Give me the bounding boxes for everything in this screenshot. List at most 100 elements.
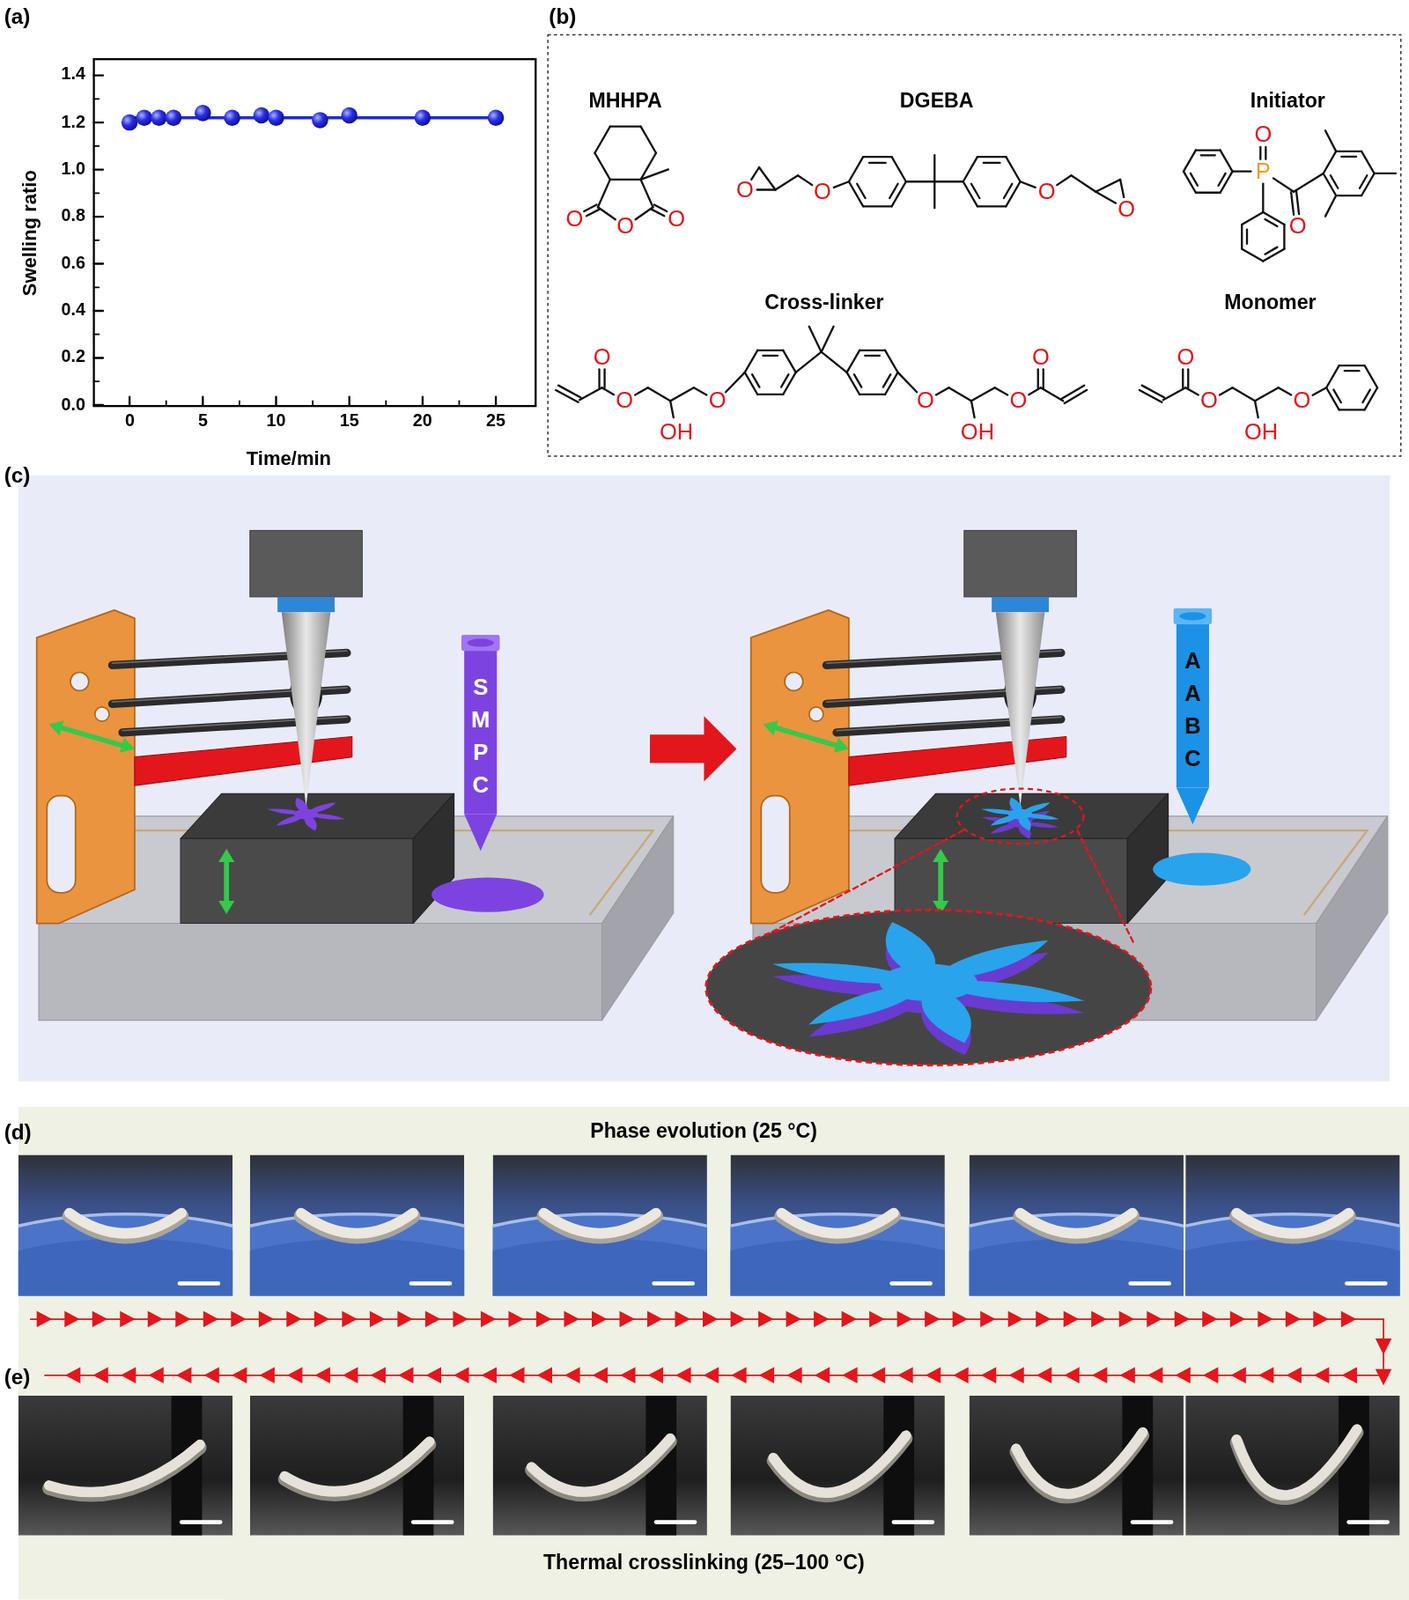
aromatic-bond [1246, 229, 1248, 244]
panel-label: (c) [4, 463, 31, 487]
chemical-bond [1232, 169, 1252, 172]
atom-label: O [593, 345, 612, 370]
printer-base [38, 923, 603, 1021]
chemical-bond [971, 387, 996, 401]
panel-background [18, 475, 1390, 1082]
chemical-bond [1290, 191, 1294, 215]
photo [730, 1395, 945, 1536]
sample-strip [531, 1438, 672, 1493]
photo-background [18, 1395, 233, 1536]
sequence-arrowhead [563, 1311, 579, 1328]
printer-frame [751, 610, 849, 924]
sequence-arrowhead [647, 1311, 663, 1328]
plot-frame [94, 59, 537, 406]
chemical-bond [670, 387, 694, 401]
syringe-opening [1179, 612, 1206, 620]
scale-bar [654, 1281, 694, 1286]
aromatic-bond [1333, 390, 1341, 403]
sample-strip [1236, 1213, 1349, 1234]
chemical-bond [1364, 365, 1378, 388]
nozzle-ring [277, 597, 335, 613]
sequence-arrowhead [120, 1366, 136, 1384]
water-surface [1185, 1239, 1400, 1297]
atom-label: O [1117, 197, 1136, 222]
print-head [964, 530, 1077, 597]
build-stage [180, 838, 414, 923]
chemical-bond [603, 368, 605, 388]
chemical-bond [1095, 191, 1116, 204]
water-dish [18, 1214, 233, 1297]
sequence-arrowhead [36, 1311, 52, 1328]
chemical-bond [1095, 179, 1121, 192]
axis-tick [238, 400, 241, 406]
aromatic-bond [971, 184, 980, 199]
chemical-bond [821, 352, 848, 373]
axis-tick [384, 400, 387, 406]
printer-base [1316, 816, 1388, 1021]
chemical-bond [995, 387, 1009, 395]
chemical-bond [863, 205, 892, 207]
syringe-opening [467, 638, 495, 647]
sequence-arrowhead [315, 1366, 331, 1384]
photo-background [493, 1395, 708, 1536]
water-surface [730, 1239, 945, 1297]
photo [18, 1155, 233, 1297]
chemical-bond [796, 352, 822, 373]
axis-tick [94, 333, 100, 336]
atom-label: O [1289, 213, 1307, 239]
water-dish [969, 1214, 1184, 1297]
axis-tick [94, 286, 100, 288]
chemical-bond [597, 206, 616, 220]
panel-background [18, 1106, 1409, 1600]
photo [250, 1155, 465, 1297]
aromatic-bond [1362, 390, 1370, 403]
chemical-bond [1254, 387, 1279, 401]
sample-strip [49, 1445, 200, 1493]
chemical-bond [863, 155, 892, 158]
zoom-circle [957, 789, 1085, 845]
sequence-arrowhead [786, 1311, 802, 1328]
atom-label: O [565, 206, 583, 232]
chemical-bond [757, 349, 783, 352]
chemical-bond [635, 206, 654, 220]
chemical-bond [1219, 387, 1233, 395]
sequence-arrowhead [64, 1311, 80, 1328]
zoomed-flower [772, 922, 1085, 1043]
sequence-arrowhead [870, 1366, 886, 1384]
ink-puddle [431, 877, 544, 912]
sequence-arrowhead [841, 1366, 857, 1384]
chemical-bond [610, 125, 642, 128]
sequence-arrowhead [619, 1366, 635, 1384]
photo [493, 1395, 708, 1536]
motion-arrow [771, 726, 841, 747]
chemical-bond [745, 372, 758, 395]
data-point [223, 109, 241, 126]
data-point [267, 109, 285, 126]
aromatic-bond [983, 162, 1001, 164]
sequence-arrowhead [897, 1311, 913, 1328]
chemical-bond [1056, 175, 1071, 185]
sequence-arrowhead [1146, 1311, 1162, 1328]
aromatic-bond [1330, 175, 1338, 188]
chemical-bond [1335, 150, 1362, 153]
water-surface [969, 1239, 1184, 1297]
sample-strip [1020, 1213, 1133, 1234]
scale-bar [413, 1519, 452, 1525]
sequence-arrowhead [1147, 1366, 1163, 1384]
aromatic-bond [869, 162, 886, 164]
motion-arrow [223, 859, 229, 905]
aromatic-bond [1341, 155, 1357, 158]
compound-name: Initiator [1250, 88, 1326, 111]
chemical-bond [1195, 191, 1221, 194]
chemical-bond [1273, 177, 1294, 192]
sequence-arrowhead [702, 1311, 718, 1328]
frame-slot [760, 796, 790, 893]
chemical-bond [775, 175, 798, 190]
chemical-bond [1185, 387, 1199, 395]
frame-hole [95, 707, 110, 722]
sequence-arrowhead [1036, 1366, 1052, 1384]
atom-label: O [667, 206, 686, 232]
atom-label: O [916, 388, 935, 414]
build-stage [894, 793, 1168, 839]
